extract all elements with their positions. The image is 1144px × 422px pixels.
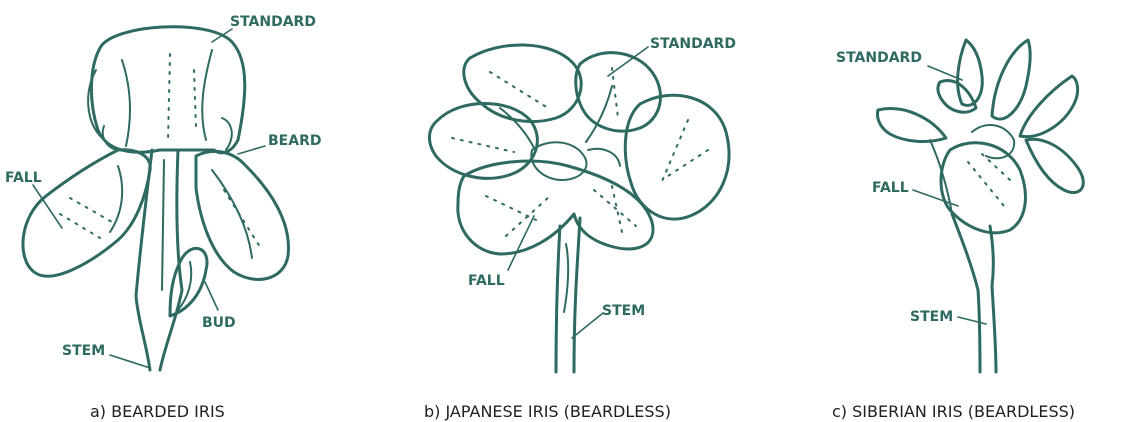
bearded-iris-drawing: [23, 27, 289, 370]
japanese-iris-drawing: [429, 45, 729, 372]
panel-siberian-iris: STANDARD FALL STEM c) SIBERIAN IRIS (BEA…: [832, 40, 1083, 421]
label-stem: STEM: [910, 309, 953, 325]
label-standard: STANDARD: [230, 14, 316, 30]
caption-japanese-iris: b) JAPANESE IRIS (BEARDLESS): [424, 402, 671, 421]
label-fall: FALL: [5, 170, 42, 186]
caption-siberian-iris: c) SIBERIAN IRIS (BEARDLESS): [832, 402, 1075, 421]
label-standard: STANDARD: [650, 36, 736, 52]
panel-japanese-iris: STANDARD FALL STEM b) JAPANESE IRIS (BEA…: [424, 36, 736, 421]
label-bud: BUD: [202, 315, 236, 331]
panel-bearded-iris: STANDARD BEARD FALL BUD STEM a) BEARDED …: [5, 14, 321, 421]
label-stem: STEM: [602, 303, 645, 319]
label-stem: STEM: [62, 343, 105, 359]
label-fall: FALL: [872, 180, 909, 196]
label-fall: FALL: [468, 273, 505, 289]
label-beard: BEARD: [268, 133, 321, 149]
caption-bearded-iris: a) BEARDED IRIS: [90, 402, 225, 421]
label-standard: STANDARD: [836, 50, 922, 66]
